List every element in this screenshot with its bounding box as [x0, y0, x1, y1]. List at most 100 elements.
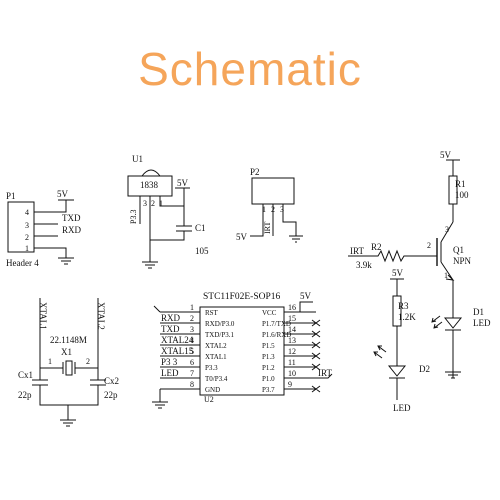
u2-pin-number: 4 — [190, 336, 194, 345]
u2-pin-name: P1.2 — [262, 364, 275, 372]
c1-ref: C1 — [195, 223, 206, 233]
mcu-u2: STC11F02E-SOP16 5V IRT U2 1RST2RXD/P3.0R… — [152, 291, 333, 409]
p2-wires — [250, 204, 297, 237]
u2-pin-number: 12 — [288, 347, 296, 356]
r1-ref: R1 — [455, 179, 466, 189]
d1-ref: D1 — [473, 307, 484, 317]
connector-p2: P2 1 2 3 5V IRT — [236, 167, 303, 243]
d2-ref: D2 — [419, 364, 430, 374]
u2-pin-name: P3.3 — [205, 364, 218, 372]
u2-pin-number: 1 — [190, 303, 194, 312]
c1-value: 105 — [195, 246, 209, 256]
q1-ground-symbol — [445, 371, 461, 379]
cx2-ref: Cx2 — [104, 376, 119, 386]
u2-pin-name: XTAL1 — [205, 353, 227, 361]
d1-led — [443, 290, 463, 378]
transistor-section: 5V R1 100 2 3 1 Q1 NPN IRT R2 3.9k D1 LE… — [348, 150, 491, 379]
u2-pin-number: 16 — [288, 303, 296, 312]
d2-led — [387, 326, 407, 400]
u2-pin-name: P1.0 — [262, 375, 275, 383]
irt-wire — [316, 373, 333, 379]
p1-pin-2: 2 — [25, 233, 29, 242]
d2-light-arrows — [373, 345, 387, 359]
p1-ref: P1 — [6, 191, 16, 201]
u2-net-label: P3 3 — [161, 357, 178, 367]
crystal-section: XTAL1 XTAL2 22.1148M X1 1 2 Cx1 22p Cx2 … — [18, 298, 119, 427]
p2-body — [251, 177, 295, 205]
u2-ground-symbol — [152, 389, 168, 409]
crystal-ref: X1 — [61, 347, 72, 357]
u2-pin-number: 2 — [190, 314, 194, 323]
u1-pin-1: 1 — [159, 199, 163, 208]
u2-pin-name: VCC — [262, 309, 277, 317]
u2-pin-name: RST — [205, 309, 219, 317]
u2-net-label: XTAL15 — [161, 346, 194, 356]
u2-body — [199, 306, 285, 396]
q1-emitter-arrow — [445, 274, 455, 281]
u2-pin-name: RXD/P3.0 — [205, 320, 235, 328]
u2-pin-name: P3.7 — [262, 386, 275, 394]
q1-irt-net: IRT — [350, 246, 364, 256]
u2-pin-name: P1.7/TXD — [262, 320, 291, 328]
u2-pin-number: 15 — [288, 314, 296, 323]
load-capacitors — [32, 368, 106, 420]
p1-pin-1: 1 — [25, 244, 29, 253]
u2-pin-number: 14 — [288, 325, 296, 334]
xtal2-net: XTAL2 — [96, 302, 106, 330]
p1-pin-4: 4 — [25, 208, 29, 217]
u1-wires — [139, 187, 190, 240]
q1-supply: 5V — [440, 150, 452, 160]
u2-pin-name: T0/P3.4 — [205, 375, 228, 383]
u2-pin-name: P1.3 — [262, 353, 275, 361]
led-supply: 5V — [392, 268, 404, 278]
cx1-value: 22p — [18, 390, 32, 400]
u1-dome — [141, 169, 161, 177]
crystal-pin-1: 1 — [48, 357, 52, 366]
crystal-body — [65, 360, 73, 376]
r3-ref: R3 — [398, 301, 409, 311]
u2-net-label: TXD — [161, 324, 180, 334]
xtal1-net: XTAL1 — [38, 302, 48, 330]
crystal-ground-symbol — [60, 419, 76, 427]
u2-pin-number: 10 — [288, 369, 296, 378]
u2-pin-number: 5 — [190, 347, 194, 356]
u2-pin-name: P1.5 — [262, 342, 275, 350]
p1-body — [7, 201, 35, 253]
u2-pin-number: 7 — [190, 369, 194, 378]
u2-net-irt: IRT — [318, 368, 332, 378]
p1-wires — [34, 200, 67, 258]
u1-net-p33: P3.3 — [129, 210, 138, 224]
u2-net-label: LED — [161, 368, 179, 378]
xtal-vertical-wires — [39, 298, 99, 368]
p1-value: Header 4 — [6, 258, 39, 268]
cx1-ref: Cx1 — [18, 370, 33, 380]
u1-value: 1838 — [140, 180, 159, 190]
q1-collector-emitter — [440, 204, 454, 290]
p1-ground-symbol — [58, 199, 74, 265]
u2-right-pin-list: 16VCC15P1.7/TXD14P1.6/RXD13P1.512P1.311P… — [262, 303, 296, 394]
p2-net-irt: IRT — [263, 221, 272, 234]
u2-left-pin-list: 1RST2RXD/P3.0RXD3TXD/P3.1TXD4XTAL2XTAL24… — [161, 303, 235, 394]
crystal-leads — [40, 362, 98, 374]
p1-net-txd: TXD — [62, 213, 81, 223]
led-section: 5V R3 1.2K D2 LED — [373, 268, 430, 413]
u2-supply: 5V — [300, 291, 312, 301]
u2-net-label: RXD — [161, 313, 181, 323]
d1-label: LED — [473, 318, 491, 328]
u1-supply: 5V — [177, 178, 189, 188]
r3-top-wire — [390, 278, 404, 296]
u2-net-label: XTAL24 — [161, 335, 194, 345]
u2-part-number: STC11F02E-SOP16 — [203, 292, 280, 302]
u2-pin1-wire-end — [153, 305, 161, 313]
q1-type: NPN — [453, 256, 472, 266]
p2-pin-3: 3 — [280, 205, 284, 214]
r3-value: 1.2K — [398, 312, 416, 322]
cx2-value: 22p — [104, 390, 118, 400]
d2-net-led: LED — [393, 403, 411, 413]
c1-capacitor — [149, 206, 192, 262]
q1-emitter-pin: 1 — [444, 271, 448, 280]
u2-vcc-wire — [299, 301, 313, 312]
p2-supply: 5V — [236, 232, 248, 242]
p1-net-5v: 5V — [57, 189, 69, 199]
